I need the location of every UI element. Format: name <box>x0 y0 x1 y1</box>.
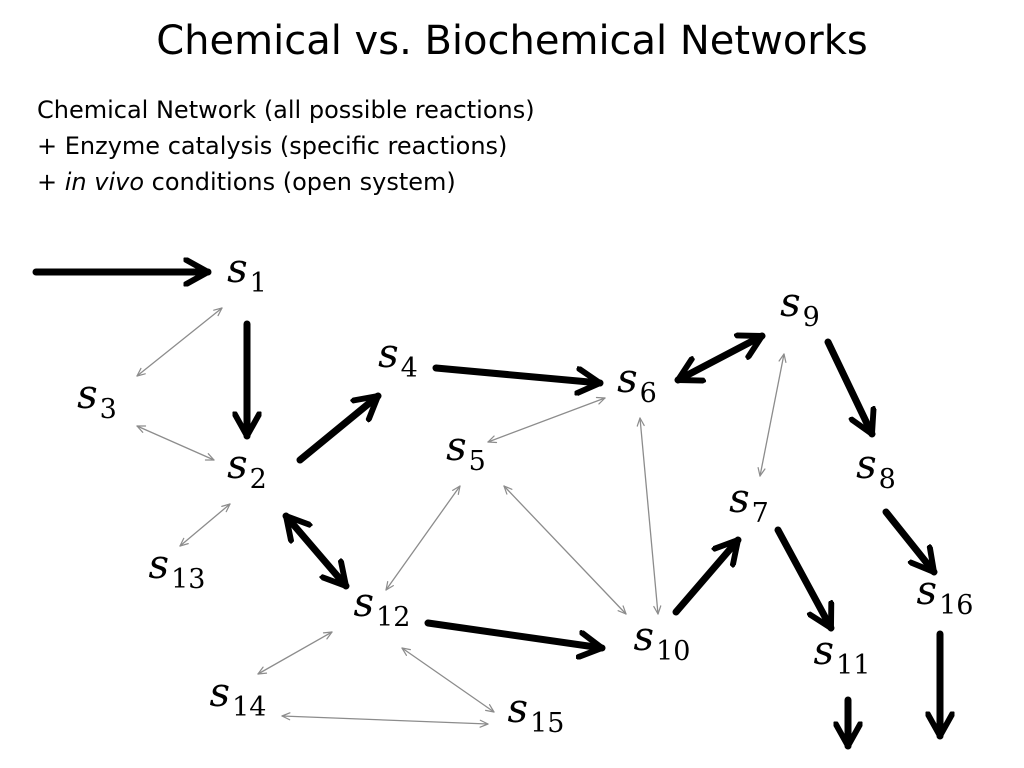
node-s13: s13 <box>149 542 206 595</box>
node-s6: s6 <box>617 356 657 409</box>
edge-s2-s4-catalyzed-arrow <box>296 392 382 464</box>
node-s7-subscript: 7 <box>752 498 769 529</box>
node-s6-subscript: 6 <box>640 378 657 409</box>
node-s9-subscript: 9 <box>803 302 820 333</box>
node-s4-subscript: 4 <box>401 353 418 384</box>
node-s3: s3 <box>77 372 117 425</box>
node-s14-symbol: s <box>210 670 231 716</box>
node-s6-symbol: s <box>617 356 638 402</box>
edge-s8-s16-catalyzed-arrow <box>882 508 938 576</box>
edge-s12-s15-possible-arrow <box>401 647 495 713</box>
node-s10: s10 <box>634 614 691 667</box>
bullet-line-enzyme-catalysis: + Enzyme catalysis (specific reactions) <box>37 132 508 160</box>
edge-s5-s12-possible-arrow <box>385 485 461 591</box>
node-s2: s2 <box>227 442 267 495</box>
node-s15: s15 <box>508 686 565 739</box>
node-s1-symbol: s <box>227 246 248 292</box>
node-s2-subscript: 2 <box>250 464 267 495</box>
node-s5: s5 <box>446 424 486 477</box>
node-s5-symbol: s <box>446 424 467 470</box>
node-s16-symbol: s <box>917 568 938 614</box>
node-s7: s7 <box>729 476 769 529</box>
edge-s10-s7-catalyzed-arrow <box>672 536 742 616</box>
node-s15-subscript: 15 <box>530 708 564 739</box>
edge-s2-s12-catalyzed-arrow <box>282 512 350 590</box>
edge-s9-s8-catalyzed-arrow <box>824 338 872 438</box>
node-s9-symbol: s <box>780 280 801 326</box>
node-s1: s1 <box>227 246 267 299</box>
bullet-line-in-vivo-prefix: + <box>37 168 65 196</box>
node-s11-symbol: s <box>814 628 835 674</box>
edge-s9-s7-possible-arrow <box>757 353 787 477</box>
node-s10-subscript: 10 <box>656 636 690 667</box>
edge-s3-s1-possible-arrow <box>136 307 223 377</box>
node-s12: s12 <box>354 580 411 633</box>
edge-s5-s6-possible-arrow <box>487 396 606 444</box>
node-s9: s9 <box>780 280 820 333</box>
edge-s4-s6-catalyzed-arrow <box>432 364 604 383</box>
node-s16-subscript: 16 <box>939 590 973 621</box>
node-s4-symbol: s <box>378 331 399 377</box>
edge-s6-s9-catalyzed-arrow <box>674 336 766 380</box>
slide-title: Chemical vs. Biochemical Networks <box>156 18 868 64</box>
node-s11: s11 <box>814 628 871 681</box>
node-s13-subscript: 13 <box>171 564 205 595</box>
bullet-list: Chemical Network (all possible reactions… <box>37 92 535 200</box>
node-s10-symbol: s <box>634 614 655 660</box>
node-s14-subscript: 14 <box>232 692 266 723</box>
node-s16: s16 <box>917 568 974 621</box>
node-s3-symbol: s <box>77 372 98 418</box>
node-s4: s4 <box>378 331 418 384</box>
node-s7-symbol: s <box>729 476 750 522</box>
node-s8-symbol: s <box>856 442 877 488</box>
bullet-line-in-vivo: + in vivo conditions (open system) <box>37 164 535 200</box>
edge-s3-s2-possible-arrow <box>136 425 215 461</box>
edge-s5-s10-possible-arrow <box>503 485 627 615</box>
bullet-line-in-vivo-italic: in vivo <box>64 168 145 196</box>
node-s15-symbol: s <box>508 686 529 732</box>
node-s12-symbol: s <box>354 580 375 626</box>
node-s14: s14 <box>210 670 267 723</box>
node-s3-subscript: 3 <box>100 394 117 425</box>
edge-s12-s10-catalyzed-arrow <box>424 619 606 648</box>
edges-layer <box>32 272 940 750</box>
bullet-line-chemical-network: Chemical Network (all possible reactions… <box>37 96 535 124</box>
node-s1-subscript: 1 <box>250 268 267 299</box>
edge-s7-s11-catalyzed-arrow <box>774 526 835 632</box>
node-s8-subscript: 8 <box>879 464 896 495</box>
bullet-line-in-vivo-suffix: conditions (open system) <box>144 168 456 196</box>
node-s2-symbol: s <box>227 442 248 488</box>
node-s11-subscript: 11 <box>836 650 870 681</box>
edge-s14-s15-possible-arrow <box>281 712 489 728</box>
edge-s6-s10-possible-arrow <box>636 417 662 615</box>
node-s5-subscript: 5 <box>469 446 486 477</box>
node-s12-subscript: 12 <box>376 602 410 633</box>
node-s8: s8 <box>856 442 896 495</box>
edge-s12-s14-possible-arrow <box>257 631 333 675</box>
edge-s2-s13-possible-arrow <box>179 503 231 547</box>
node-s13-symbol: s <box>149 542 170 588</box>
